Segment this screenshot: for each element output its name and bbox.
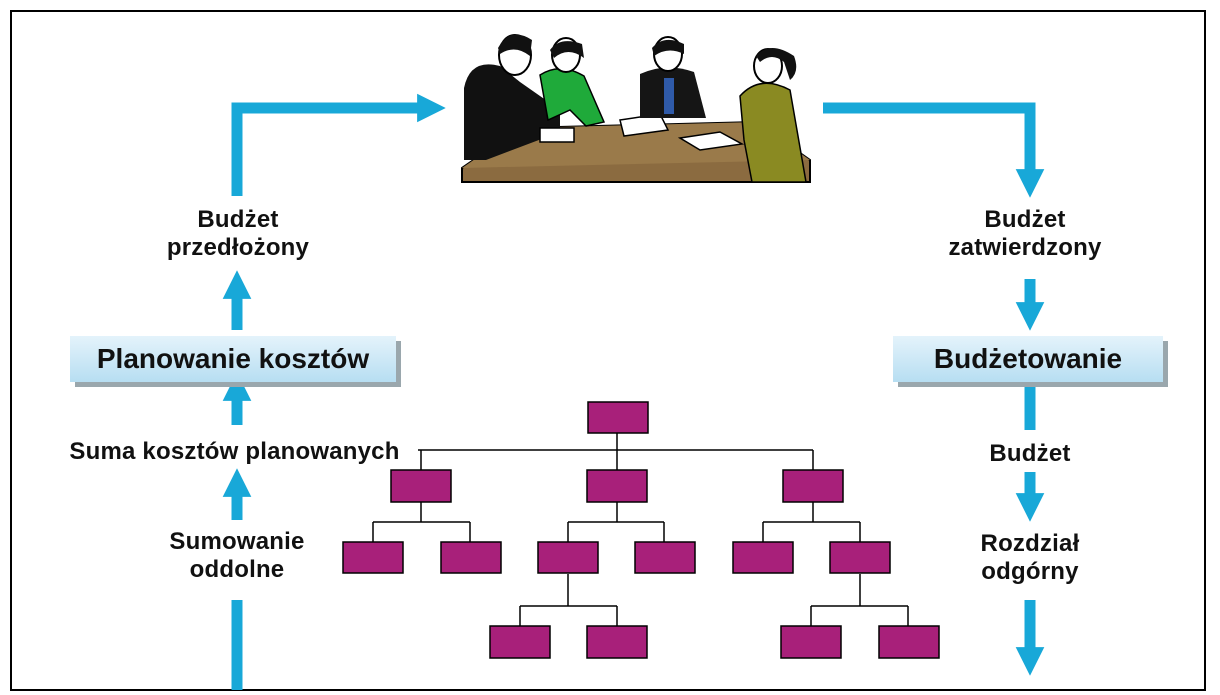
label-budget-approved: Budżet zatwierdzony <box>948 206 1102 261</box>
arrow-to-meeting <box>231 93 446 196</box>
org-node <box>342 541 404 574</box>
arrow-from-meeting <box>823 102 1045 198</box>
label-cost-planning: Planowanie kosztów <box>70 336 396 382</box>
org-node <box>780 625 842 659</box>
label-top-down: Rozdział odgórny <box>980 530 1080 585</box>
org-node <box>878 625 940 659</box>
org-node <box>586 625 648 659</box>
label-budget-submitted: Budżet przedłożony <box>166 206 310 261</box>
org-chart-lines <box>372 433 909 626</box>
org-chart-boxes <box>342 401 940 659</box>
org-node-middle <box>586 469 648 503</box>
meeting-illustration <box>461 34 811 183</box>
org-node <box>489 625 551 659</box>
diagram-frame <box>10 10 1206 691</box>
label-budgeting: Budżetowanie <box>893 336 1163 382</box>
label-bottom-up: Sumowanie oddolne <box>169 528 305 583</box>
org-node-root <box>587 401 649 434</box>
label-budget: Budżet <box>989 440 1071 467</box>
org-node <box>634 541 696 574</box>
label-planned-cost-sum: Suma kosztów planowanych <box>69 438 400 465</box>
org-node <box>829 541 891 574</box>
right-flow-arrows <box>823 102 1045 676</box>
org-node <box>732 541 794 574</box>
org-node-right <box>782 469 844 503</box>
left-flow-arrows <box>222 93 446 690</box>
org-node <box>440 541 502 574</box>
org-node-left <box>390 469 452 503</box>
org-node <box>537 541 599 574</box>
